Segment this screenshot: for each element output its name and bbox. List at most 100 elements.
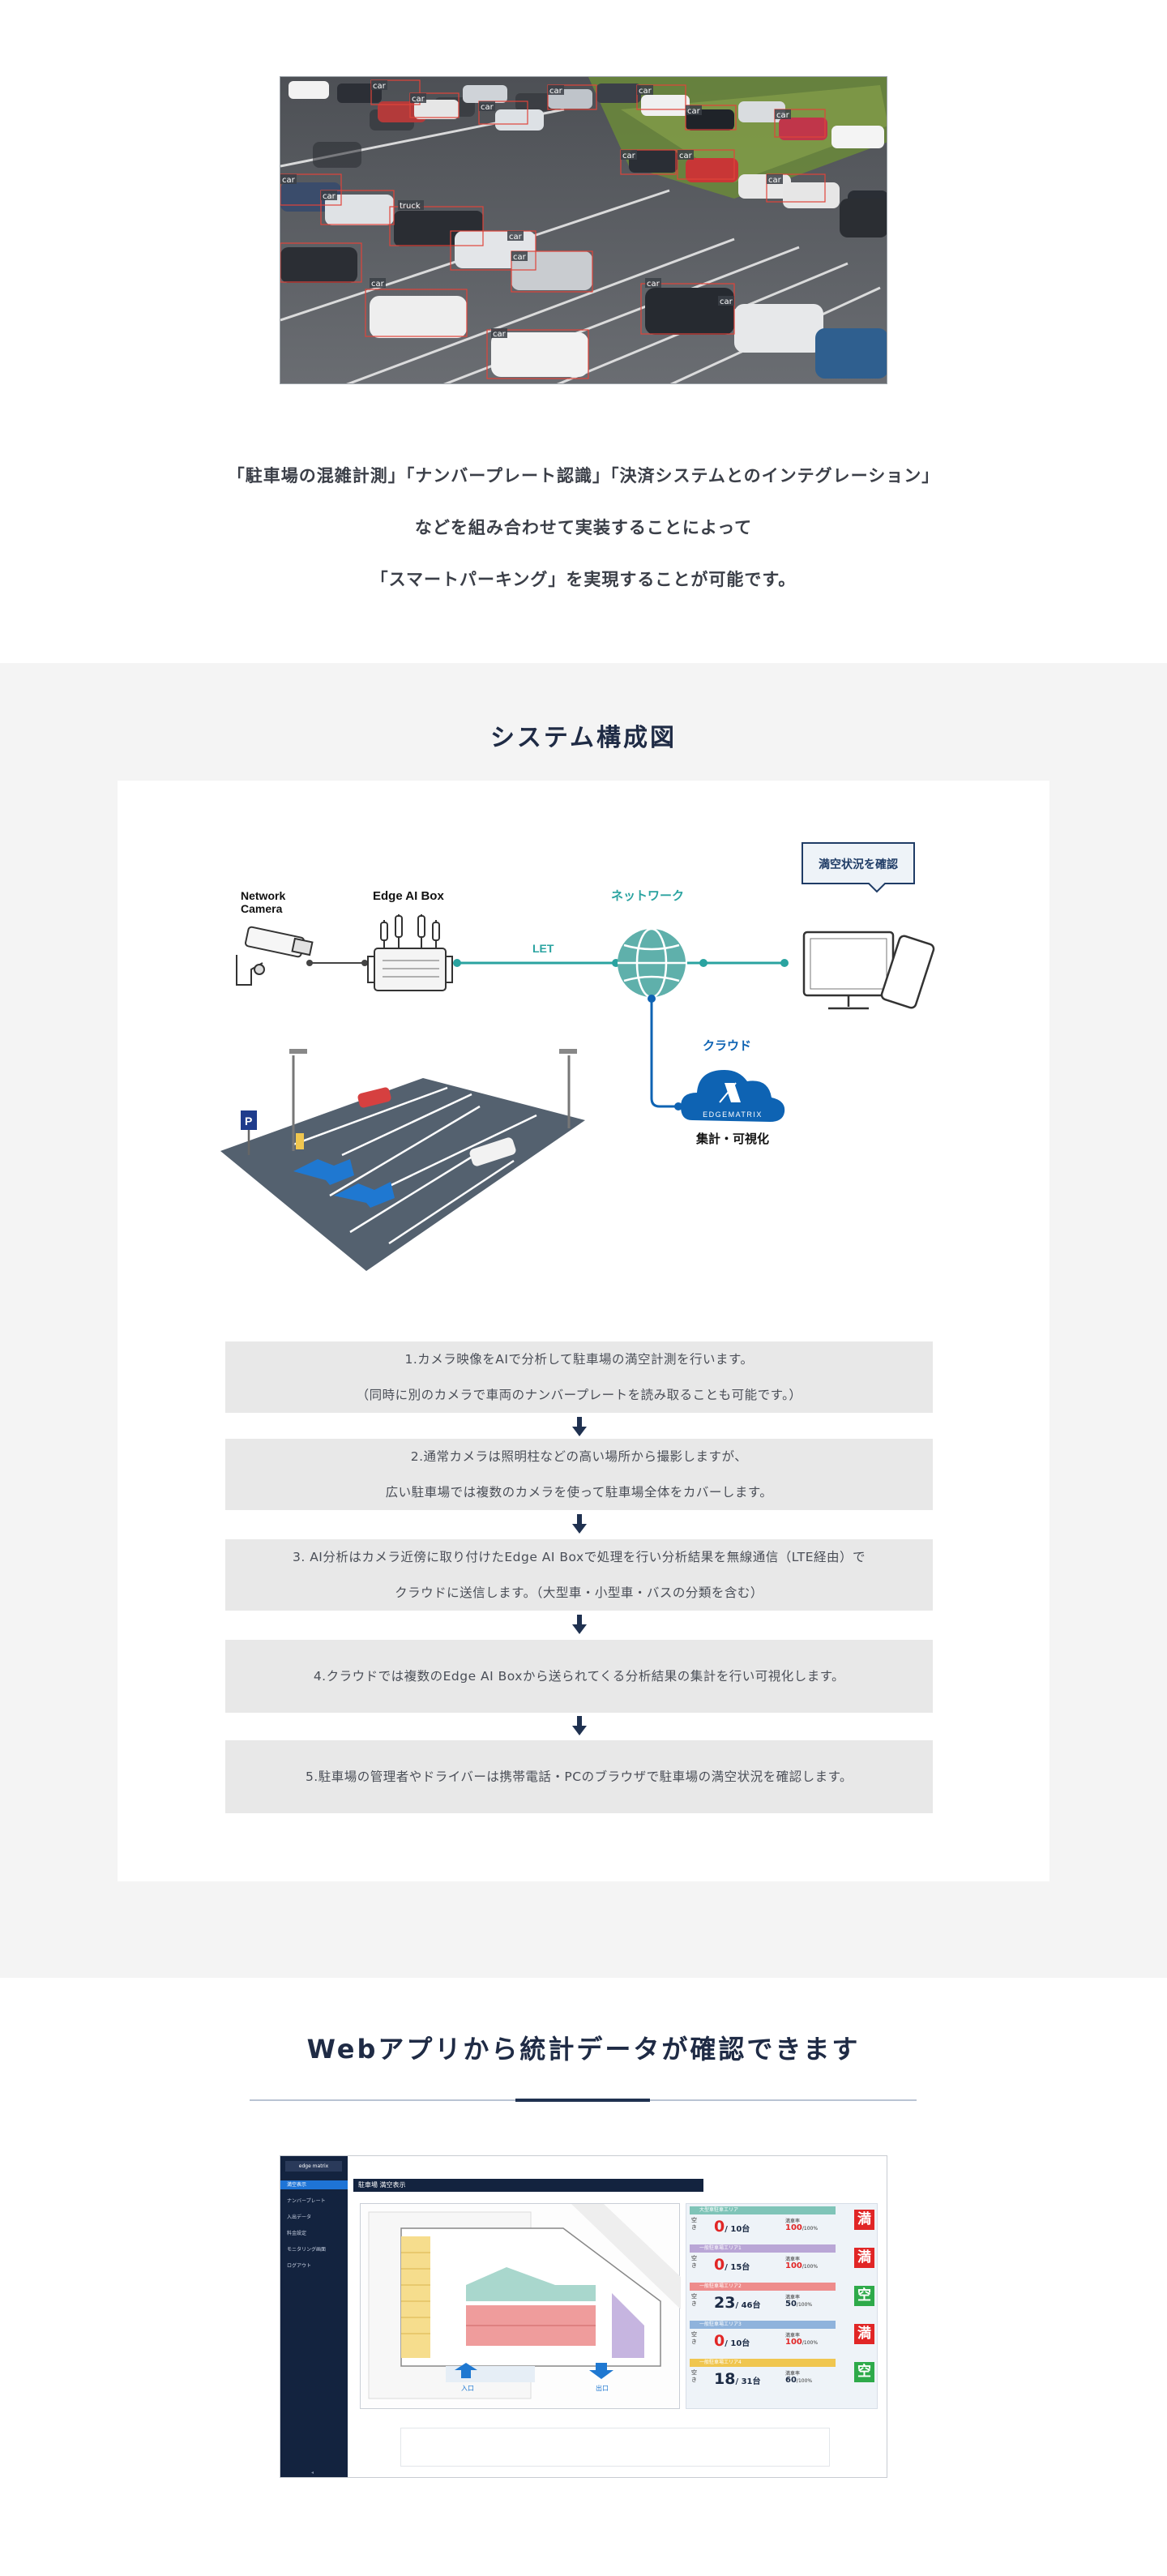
app-sidebar: edge matrix 満空表示 ナンバープレート 入出データ 料金設定 モニタ… — [280, 2156, 348, 2477]
monitor-and-phone-icon — [802, 931, 935, 1010]
cloud-icon: EDGEMATRIX — [681, 1070, 785, 1122]
lot-name: 大型車駐車エリア — [690, 2206, 836, 2214]
app-nav-item-1[interactable]: ナンバープレート — [287, 2198, 326, 2204]
intro-line-1: 「駐車場の混雑計測」「ナンバープレート認識」「決済システムとのインテグレーション… — [227, 466, 940, 486]
app-header: 駐車場 満空表示 — [353, 2179, 703, 2192]
hero-parking-photo: car car car car car car car car car car … — [280, 76, 887, 384]
entrance-label: 入口 — [461, 2385, 474, 2392]
svg-text:car: car — [776, 111, 790, 120]
app-logo: edge matrix — [285, 2161, 342, 2172]
svg-text:car: car — [622, 152, 636, 160]
app-nav-item-4[interactable]: モニタリング画面 — [287, 2247, 327, 2253]
app-nav-item-3[interactable]: 料金設定 — [287, 2231, 307, 2236]
arrow-down-icon — [572, 1417, 587, 1436]
title-divider-accent — [515, 2099, 650, 2102]
lot-name: 一般駐車場エリア4 — [690, 2359, 836, 2367]
step-3: 3. AI分析はカメラ近傍に取り付けたEdge AI Boxで処理を行い分析結果… — [225, 1539, 933, 1611]
lot-avail-label: 空き — [691, 2217, 697, 2231]
cloud-caption: 集計・可視化 — [695, 1132, 769, 1146]
step-2-line-2: 広い駐車場では複数のカメラを使って駐車場全体をカバーします。 — [385, 1485, 773, 1500]
lot-status-badge: 満 — [854, 2324, 874, 2344]
svg-text:car: car — [687, 107, 701, 116]
lot-avail-label: 空き — [691, 2331, 697, 2345]
svg-text:car: car — [720, 297, 733, 306]
detection-labels: car car car car car car car car car car … — [280, 80, 791, 339]
arrow-down-icon — [572, 1514, 587, 1534]
svg-text:car: car — [481, 103, 494, 112]
svg-text:car: car — [371, 280, 385, 289]
svg-text:EDGEMATRIX: EDGEMATRIX — [703, 1110, 763, 1119]
arrow-down-icon — [572, 1716, 587, 1735]
svg-text:car: car — [647, 280, 660, 289]
step-1: 1.カメラ映像をAIで分析して駐車場の満空計測を行います。 （同時に別のカメラで… — [225, 1341, 933, 1413]
app-nav-item-5[interactable]: ログアウト — [287, 2263, 312, 2269]
sidebar-collapse-icon[interactable]: ◂ — [311, 2470, 314, 2475]
lot-status-badge: 空 — [854, 2362, 874, 2382]
system-diagram: Network Camera Edge AI Box — [220, 842, 935, 1271]
step-1-line-2: （同時に別のカメラで車両のナンバープレートを読み取ることも可能です。） — [356, 1388, 802, 1402]
lot-status-badge: 満 — [854, 2210, 874, 2230]
arrow-down-icon — [572, 1615, 587, 1634]
webapp-screenshot: edge matrix 満空表示 ナンバープレート 入出データ 料金設定 モニタ… — [280, 2155, 887, 2478]
svg-text:満空状況を確認: 満空状況を確認 — [819, 858, 898, 871]
step-4-line-1: 4.クラウドでは複数のEdge AI Boxから送られてくる分析結果の集計を行い… — [313, 1669, 845, 1684]
svg-text:Edge AI Box: Edge AI Box — [373, 889, 444, 903]
parking-map: 入口 出口 — [360, 2203, 681, 2409]
lot-count: 0/ 10台 — [714, 2218, 750, 2236]
svg-text:car: car — [679, 152, 693, 160]
intro-line-2: などを組み合わせて実装することによって — [414, 518, 753, 537]
svg-text:car: car — [412, 95, 425, 104]
lot-status-badge: 空 — [854, 2286, 874, 2306]
check-status-bubble: 満空状況を確認 — [802, 842, 915, 893]
svg-text:car: car — [549, 87, 563, 96]
step-3-line-2: クラウドに送信します。（大型車・小型車・バスの分類を含む） — [395, 1585, 763, 1600]
edge-ai-box-icon: Edge AI Box — [367, 889, 453, 991]
lot-avail-label: 空き — [691, 2293, 697, 2307]
lot-avail-label: 空き — [691, 2369, 697, 2383]
parking-lot-image: car car car car car car car car car car … — [280, 77, 887, 383]
isometric-parking-lot: P — [220, 1049, 585, 1271]
step-5: 5.駐車場の管理者やドライバーは携帯電話・PCのブラウザで駐車場の満空状況を確認… — [225, 1740, 933, 1813]
lot-status-badge: 満 — [854, 2248, 874, 2268]
step-5-line-1: 5.駐車場の管理者やドライバーは携帯電話・PCのブラウザで駐車場の満空状況を確認… — [305, 1769, 853, 1784]
step-2: 2.通常カメラは照明柱などの高い場所から撮影しますが、 広い駐車場では複数のカメ… — [225, 1439, 933, 1510]
app-footer-panel — [400, 2428, 830, 2467]
svg-text:car: car — [639, 87, 652, 96]
lot-name: 一般駐車場エリア3 — [690, 2321, 836, 2329]
lot-count: 0/ 10台 — [714, 2332, 750, 2350]
exit-label: 出口 — [596, 2384, 609, 2392]
app-nav-item-0[interactable]: 満空表示 — [280, 2180, 348, 2189]
webapp-title: Webアプリから統計データが確認できます — [306, 2034, 861, 2065]
svg-text:ネットワーク: ネットワーク — [611, 889, 684, 903]
svg-text:car: car — [373, 82, 387, 91]
lot-count: 23/ 46台 — [714, 2294, 761, 2312]
lot-avail-label: 空き — [691, 2255, 697, 2269]
lot-count: 18/ 31台 — [714, 2370, 761, 2388]
svg-text:car: car — [493, 330, 507, 339]
svg-text:truck: truck — [400, 202, 421, 211]
lot-name: 一般駐車場エリア2 — [690, 2283, 836, 2291]
intro-text: 「駐車場の混雑計測」「ナンバープレート認識」「決済システムとのインテグレーション… — [0, 450, 1167, 605]
step-4: 4.クラウドでは複数のEdge AI Boxから送られてくる分析結果の集計を行い… — [225, 1640, 933, 1713]
svg-text:Camera: Camera — [241, 902, 283, 915]
lot-count: 0/ 15台 — [714, 2256, 750, 2274]
svg-text:car: car — [768, 176, 782, 185]
intro-line-3: 「スマートパーキング」を実現することが可能です。 — [370, 570, 797, 589]
cloud-label: クラウド — [703, 1039, 751, 1053]
svg-text:car: car — [513, 253, 527, 262]
app-nav-item-2[interactable]: 入出データ — [287, 2214, 312, 2220]
svg-text:P: P — [245, 1115, 252, 1128]
svg-text:Network: Network — [241, 889, 285, 902]
step-2-line-1: 2.通常カメラは照明柱などの高い場所から撮影しますが、 — [410, 1449, 748, 1464]
svg-text:car: car — [282, 176, 296, 185]
parking-map-drawing: 入口 出口 — [368, 2204, 681, 2399]
